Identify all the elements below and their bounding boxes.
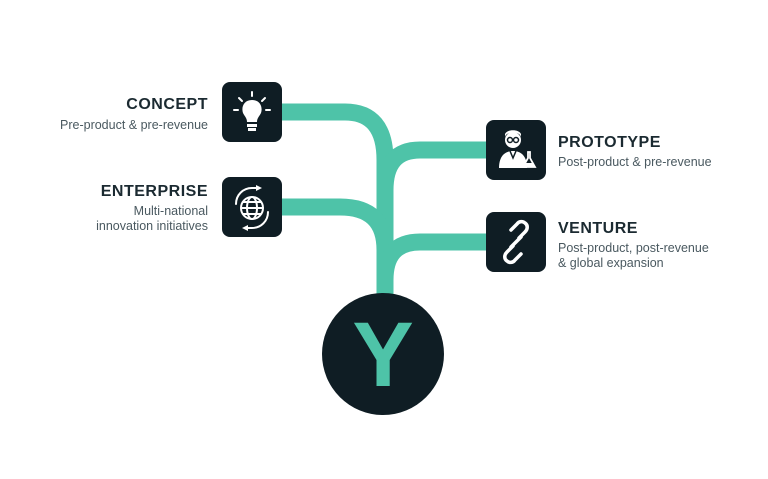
- prototype-node: [486, 120, 546, 180]
- branch-venture: [376, 233, 488, 281]
- enterprise-subtitle-line2: innovation initiatives: [96, 219, 208, 233]
- concept-title: CONCEPT: [126, 96, 208, 113]
- venture-subtitle-line2: & global expansion: [558, 256, 664, 270]
- enterprise-title: ENTERPRISE: [100, 183, 208, 200]
- venture-subtitle-line1: Post-product, post-revenue: [558, 241, 709, 255]
- prototype-subtitle: Post-product & pre-revenue: [558, 155, 712, 169]
- venture-title: VENTURE: [558, 220, 638, 237]
- scientist-icon: [499, 130, 537, 168]
- enterprise-subtitle-line1: Multi-national: [133, 204, 208, 218]
- prototype-title: PROTOTYPE: [558, 134, 661, 151]
- concept-node: [222, 82, 282, 142]
- lightbulb-icon: [233, 91, 271, 131]
- venture-node: [486, 212, 546, 272]
- logo-letter: Y: [352, 304, 413, 406]
- globe-hands-icon: [235, 185, 269, 231]
- logo-circle: [322, 293, 444, 415]
- enterprise-node: [222, 177, 282, 237]
- link-icon: [503, 219, 529, 265]
- concept-subtitle: Pre-product & pre-revenue: [60, 118, 208, 132]
- branch-enterprise: [282, 198, 394, 251]
- branch-prototype: [376, 141, 488, 191]
